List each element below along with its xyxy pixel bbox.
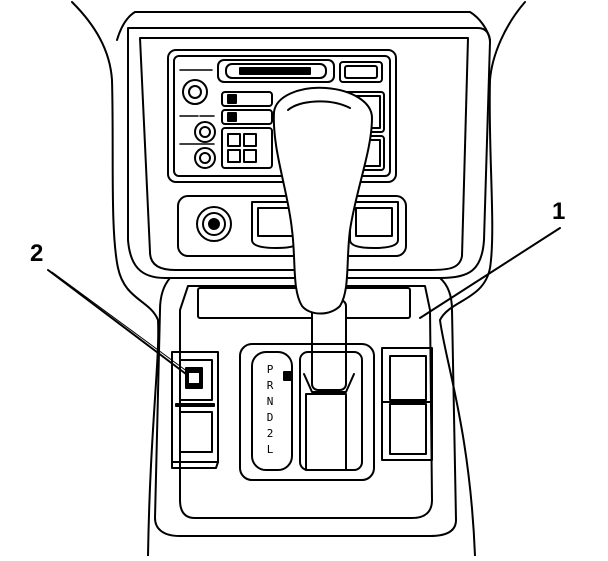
gear-d: D <box>266 411 274 424</box>
tune-knob <box>194 121 216 143</box>
console-outline <box>71 1 526 557</box>
gear-letters: P R N D 2 L <box>262 362 278 458</box>
gear-l: L <box>266 443 274 456</box>
eject-button <box>339 61 383 83</box>
shift-knob <box>272 86 373 315</box>
right-switch-bank <box>381 347 433 461</box>
lighter-socket <box>196 206 232 242</box>
gear-2: 2 <box>266 427 274 440</box>
callout-1-leader <box>419 227 561 319</box>
gear-p: P <box>266 363 274 376</box>
cup-holder-right <box>349 201 399 249</box>
volume-knob <box>182 79 208 105</box>
indicator-light <box>283 371 293 381</box>
gear-indicator <box>251 351 293 471</box>
left-switch-bank <box>171 351 219 469</box>
bass-knob <box>194 147 216 169</box>
cassette-slot <box>217 59 335 83</box>
callout-label-2: 2 <box>30 240 44 267</box>
callout-label-1: 1 <box>552 198 566 225</box>
shift-gate <box>239 343 375 481</box>
gear-r: R <box>266 379 274 392</box>
gear-n: N <box>266 395 274 408</box>
shift-lever <box>272 86 373 391</box>
callout-2-leader <box>47 269 187 375</box>
